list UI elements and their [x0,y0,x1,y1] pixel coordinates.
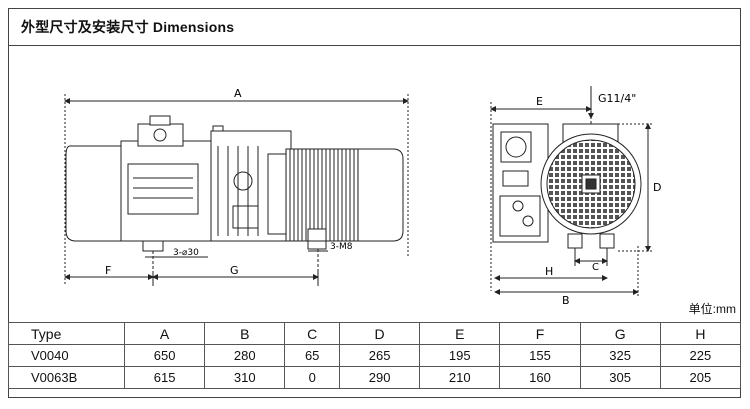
col-D: D [338,322,421,345]
cell: 650 [123,344,206,367]
unit-label: 单位:mm [688,302,736,316]
title-text: 外型尺寸及安装尺寸 Dimensions [21,19,235,35]
label-port: G11/4" [598,92,636,105]
label-G: G [230,264,239,277]
col-G: G [579,322,661,345]
cell: 155 [499,344,581,367]
cell: 160 [499,366,581,389]
cell: 0 [284,366,340,389]
cell: 225 [659,344,742,367]
cell: 305 [579,366,661,389]
col-F: F [499,322,581,345]
label-thread: 3-M8 [330,242,353,252]
cell: 205 [659,366,742,389]
label-B: B [562,294,570,307]
col-A: A [123,322,206,345]
col-H: H [659,322,742,345]
cell: 325 [579,344,661,367]
cell: 210 [419,366,501,389]
cell: 310 [204,366,286,389]
col-type: Type [8,322,125,345]
label-holes: 3-⌀30 [173,248,199,258]
label-E: E [536,95,543,108]
label-H: H [545,265,553,278]
table-header-row: Type A B C D E F G H [8,322,742,345]
cell: 65 [284,344,340,367]
table-row: V0063B 615 310 0 290 210 160 305 205 [8,366,742,389]
col-B: B [204,322,286,345]
cell: 615 [123,366,206,389]
side-view [64,94,409,286]
cell: 290 [338,366,421,389]
label-D: D [653,181,661,194]
cell-type: V0063B [8,366,125,389]
col-E: E [419,322,501,345]
cell: 265 [338,344,421,367]
cell-type: V0040 [8,344,125,367]
dimensions-table: Type A B C D E F G H V0040 650 280 65 26… [8,322,742,389]
label-A: A [234,87,242,100]
end-view [490,86,654,298]
cell: 280 [204,344,286,367]
table-row: V0040 650 280 65 265 195 155 325 225 [8,344,742,367]
technical-drawing: A F G 3-⌀30 3-M8 E [64,86,661,307]
col-C: C [284,322,340,345]
section-title: 外型尺寸及安装尺寸 Dimensions [8,8,741,46]
label-C: C [592,262,599,273]
cell: 195 [419,344,501,367]
label-F: F [105,264,111,277]
